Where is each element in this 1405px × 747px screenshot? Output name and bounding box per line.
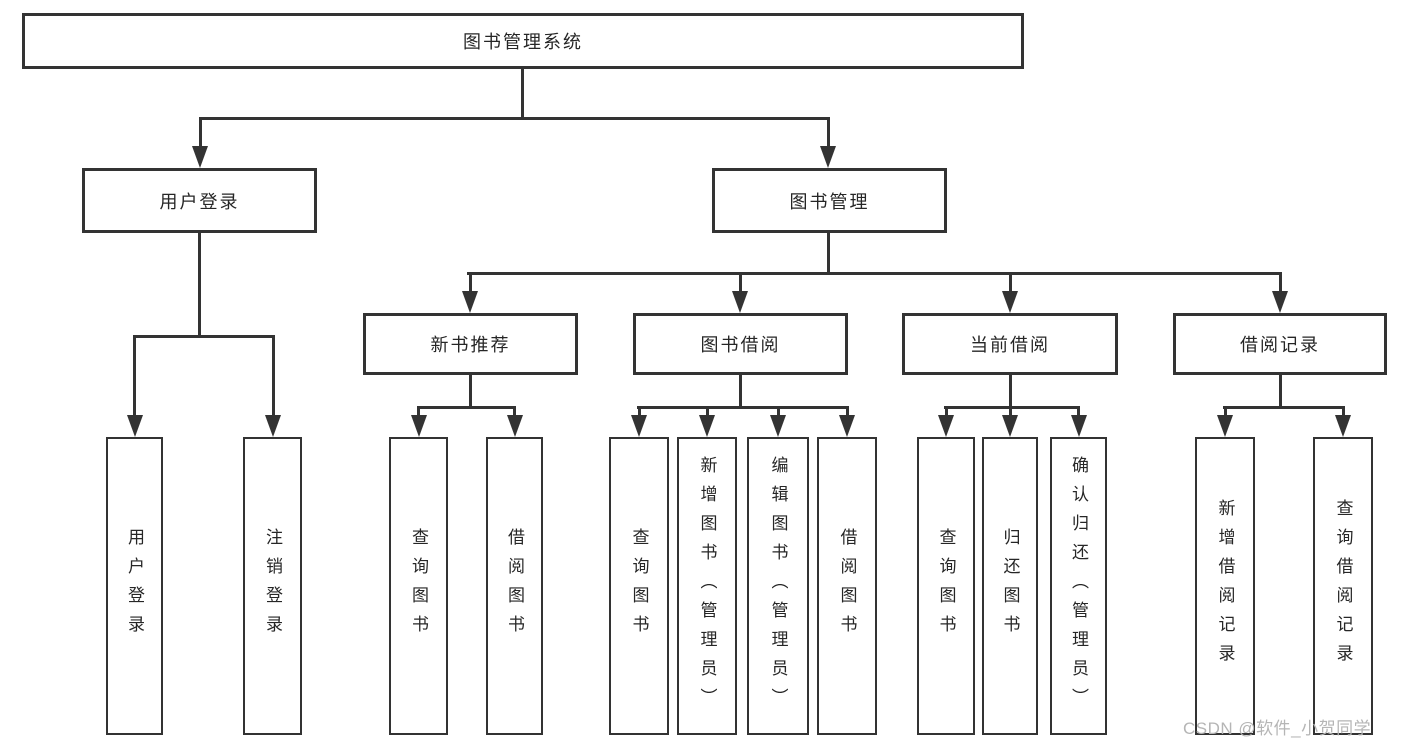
- arrow-stem: [739, 272, 742, 294]
- arrow-head: [1071, 415, 1087, 437]
- leaf-borrow-books-2: 借阅图书: [817, 437, 877, 735]
- node-label: 图书管理: [789, 191, 870, 212]
- connector-stub: [1009, 375, 1012, 409]
- node-label: 新书推荐: [430, 335, 511, 355]
- leaf-label: 查询图书: [936, 528, 956, 644]
- connector-stub-book-management: [827, 233, 830, 275]
- node-new-book-recommend: 新书推荐: [363, 313, 578, 375]
- arrow-head: [732, 291, 748, 313]
- arrow-stem: [272, 335, 275, 417]
- leaf-label: 借阅图书: [505, 528, 524, 644]
- leaf-label: 查询图书: [629, 528, 649, 644]
- connector-hline: [944, 406, 1080, 409]
- leaf-user-login: 用户登录: [106, 437, 163, 735]
- csdn-watermark: CSDN @软件_小贺同学: [1183, 719, 1372, 738]
- arrow-stem: [133, 335, 136, 417]
- leaf-label: 编辑图书（管理员）: [768, 455, 788, 717]
- leaf-edit-book-admin: 编辑图书（管理员）: [747, 437, 809, 735]
- leaf-add-book-admin: 新增图书（管理员）: [677, 437, 737, 735]
- node-book-management-branch: 图书管理: [712, 168, 947, 233]
- node-root: 图书管理系统: [22, 13, 1024, 69]
- leaf-label: 确认归还（管理员）: [1069, 455, 1088, 717]
- arrow-stem: [1279, 272, 1282, 294]
- arrow-stem: [638, 406, 641, 417]
- arrow-stem: [199, 117, 202, 149]
- arrow-head: [192, 146, 208, 168]
- leaf-query-books-1: 查询图书: [389, 437, 448, 735]
- connector-stub: [739, 375, 742, 409]
- node-label: 图书借阅: [700, 335, 781, 355]
- arrow-head: [1335, 415, 1351, 437]
- connector-hline: [417, 406, 516, 409]
- leaf-logout: 注销登录: [243, 437, 302, 735]
- node-book-borrow: 图书借阅: [633, 313, 848, 375]
- arrow-stem: [469, 272, 472, 294]
- node-current-borrow: 当前借阅: [902, 313, 1118, 375]
- connector-hline-level2: [467, 272, 1282, 275]
- arrow-stem: [846, 406, 849, 417]
- leaf-query-books-2: 查询图书: [609, 437, 669, 735]
- node-user-login-branch: 用户登录: [82, 168, 317, 233]
- node-root-label: 图书管理系统: [463, 32, 583, 52]
- leaf-query-borrow-record: 查询借阅记录: [1313, 437, 1373, 735]
- arrow-stem: [827, 117, 830, 149]
- leaf-label: 归还图书: [1000, 528, 1020, 644]
- node-label: 用户登录: [159, 191, 240, 212]
- connector-hline: [1223, 406, 1345, 409]
- arrow-stem: [417, 406, 420, 417]
- arrow-stem: [1224, 406, 1227, 417]
- leaf-return-books: 归还图书: [982, 437, 1038, 735]
- arrow-head: [938, 415, 954, 437]
- leaf-label: 查询借阅记录: [1333, 499, 1353, 673]
- arrow-stem: [1342, 406, 1345, 417]
- connector-stub-root: [521, 69, 524, 120]
- arrow-head: [1272, 291, 1288, 313]
- leaf-label: 新增借阅记录: [1215, 499, 1235, 673]
- leaf-label: 新增图书（管理员）: [697, 455, 717, 717]
- leaf-borrow-books-1: 借阅图书: [486, 437, 543, 735]
- leaf-label: 注销登录: [263, 528, 282, 644]
- connector-stub: [1279, 375, 1282, 409]
- leaf-label: 借阅图书: [837, 528, 857, 644]
- connector-stub: [469, 375, 472, 409]
- arrow-head: [127, 415, 143, 437]
- arrow-head: [699, 415, 715, 437]
- arrow-head: [1217, 415, 1233, 437]
- connector-hline-user-login: [133, 335, 275, 338]
- arrow-stem: [706, 406, 709, 417]
- arrow-stem: [945, 406, 948, 417]
- arrow-stem: [1009, 406, 1012, 417]
- connector-stub-user-login: [198, 233, 201, 337]
- arrow-head: [507, 415, 523, 437]
- arrow-stem: [513, 406, 516, 417]
- leaf-confirm-return-admin: 确认归还（管理员）: [1050, 437, 1107, 735]
- arrow-head: [770, 415, 786, 437]
- arrow-head: [839, 415, 855, 437]
- arrow-stem: [1009, 272, 1012, 294]
- leaf-query-books-3: 查询图书: [917, 437, 975, 735]
- node-borrow-records: 借阅记录: [1173, 313, 1387, 375]
- arrow-head: [631, 415, 647, 437]
- node-label: 当前借阅: [970, 335, 1050, 355]
- connector-hline-level1: [199, 117, 830, 120]
- leaf-add-borrow-record: 新增借阅记录: [1195, 437, 1255, 735]
- connector-hline: [637, 406, 848, 409]
- node-label: 借阅记录: [1240, 335, 1320, 355]
- arrow-head: [265, 415, 281, 437]
- arrow-head: [1002, 291, 1018, 313]
- arrow-stem: [1077, 406, 1080, 417]
- arrow-stem: [777, 406, 780, 417]
- leaf-label: 查询图书: [409, 528, 428, 644]
- leaf-label: 用户登录: [125, 528, 144, 644]
- arrow-head: [411, 415, 427, 437]
- arrow-head: [462, 291, 478, 313]
- arrow-head: [1002, 415, 1018, 437]
- arrow-head: [820, 146, 836, 168]
